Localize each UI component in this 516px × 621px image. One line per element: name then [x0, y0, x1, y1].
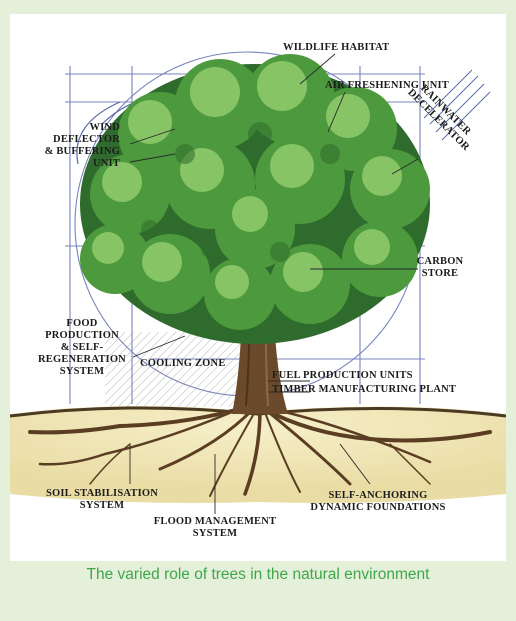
- label-flood-management: FLOOD MANAGEMENT SYSTEM: [154, 516, 277, 539]
- roots: [28, 404, 492, 497]
- tree-canopy: [80, 54, 430, 344]
- svg-text:& BUFFERING: & BUFFERING: [45, 146, 120, 157]
- svg-text:DEFLECTOR: DEFLECTOR: [53, 134, 120, 145]
- label-soil-stabilisation: SOIL STABILISATION SYSTEM: [46, 488, 158, 511]
- svg-text:SYSTEM: SYSTEM: [60, 366, 104, 377]
- svg-text:FOOD: FOOD: [66, 318, 97, 329]
- tree-diagram-svg: WILDLIFE HABITAT AIR FRESHENING UNIT RAI…: [10, 42, 506, 539]
- svg-text:FLOOD MANAGEMENT: FLOOD MANAGEMENT: [154, 516, 277, 527]
- leader-lines: [129, 53, 419, 514]
- svg-text:WIND: WIND: [89, 122, 120, 133]
- label-wildlife-habitat: WILDLIFE HABITAT: [283, 42, 389, 53]
- svg-text:CARBON: CARBON: [417, 256, 464, 267]
- figure-caption: The varied role of trees in the natural …: [86, 566, 430, 583]
- svg-text:SYSTEM: SYSTEM: [80, 500, 124, 511]
- tree-illustration: WILDLIFE HABITAT AIR FRESHENING UNIT RAI…: [10, 14, 506, 561]
- label-carbon-store: CARBON STORE: [417, 256, 464, 279]
- svg-text:STORE: STORE: [422, 268, 458, 279]
- svg-text:DYNAMIC FOUNDATIONS: DYNAMIC FOUNDATIONS: [310, 502, 445, 513]
- svg-text:SOIL STABILISATION: SOIL STABILISATION: [46, 488, 158, 499]
- svg-text:SELF-ANCHORING: SELF-ANCHORING: [328, 490, 427, 501]
- svg-text:UNIT: UNIT: [93, 158, 120, 169]
- cooling-zone-hatch: [105, 332, 245, 407]
- label-food-production: FOOD PRODUCTION & SELF- REGENERATION SYS…: [38, 318, 126, 377]
- rain-lines: [423, 69, 491, 141]
- svg-text:REGENERATION: REGENERATION: [38, 354, 126, 365]
- label-wind-deflector: WIND DEFLECTOR & BUFFERING UNIT: [45, 122, 120, 169]
- svg-text:SYSTEM: SYSTEM: [193, 528, 237, 539]
- label-self-anchoring: SELF-ANCHORING DYNAMIC FOUNDATIONS: [310, 490, 445, 513]
- svg-text:& SELF-: & SELF-: [61, 342, 104, 353]
- soil-bed: [10, 405, 506, 503]
- label-air-freshening: AIR FRESHENING UNIT: [325, 80, 449, 91]
- svg-text:PRODUCTION: PRODUCTION: [45, 330, 119, 341]
- label-fuel-production: FUEL PRODUCTION UNITS: [272, 370, 413, 381]
- label-timber-plant: TIMBER MANUFACTURING PLANT: [272, 384, 456, 395]
- label-cooling-zone: COOLING ZONE: [140, 358, 226, 369]
